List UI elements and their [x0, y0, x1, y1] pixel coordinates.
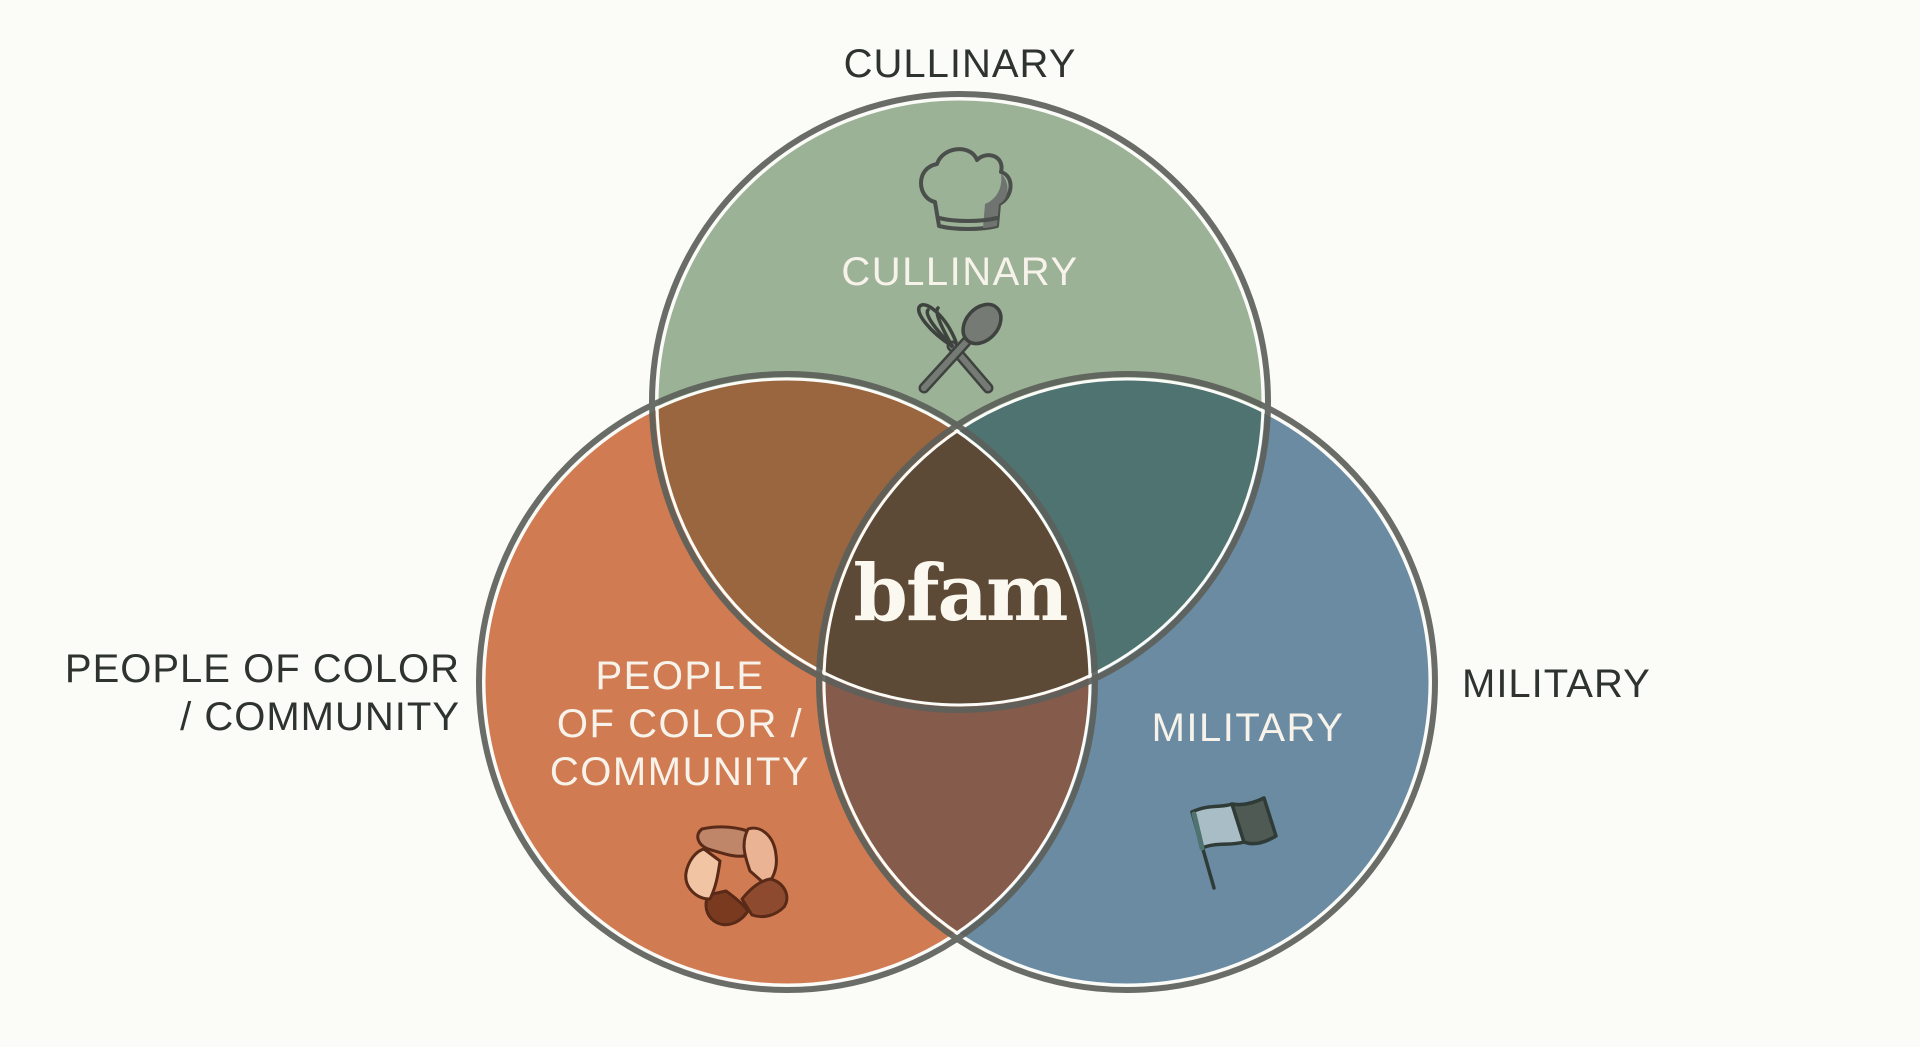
hands-circle-icon: [684, 825, 789, 927]
inner-label-military: MILITARY: [1151, 706, 1345, 750]
inner-label-poc-line1: PEOPLE: [595, 654, 765, 698]
overlap-all-three: [825, 380, 1089, 704]
outer-label-military: MILITARY: [1462, 662, 1651, 706]
outer-label-poc-line1: PEOPLE OF COLOR: [64, 647, 460, 691]
outer-label-poc-line2: / COMMUNITY: [180, 695, 460, 739]
inner-label-culinary: CULLINARY: [841, 250, 1079, 294]
whisk-and-spoon-icon: [917, 302, 1003, 394]
inner-label-poc-line3: COMMUNITY: [549, 750, 811, 794]
inner-label-poc-line2: OF COLOR /: [556, 702, 804, 746]
bfam-logo: bfam: [853, 548, 1068, 639]
military-circle-outline: [816, 371, 1438, 993]
outer-label-culinary: CULLINARY: [843, 42, 1077, 86]
outer-label-people-of-color: PEOPLE OF COLOR / COMMUNITY: [60, 645, 460, 741]
poc-circle-outline: [476, 371, 1098, 993]
chef-hat-icon: [919, 147, 1013, 231]
inner-label-people-of-color: PEOPLE OF COLOR / COMMUNITY: [480, 652, 880, 796]
flag-icon: [1190, 796, 1278, 890]
